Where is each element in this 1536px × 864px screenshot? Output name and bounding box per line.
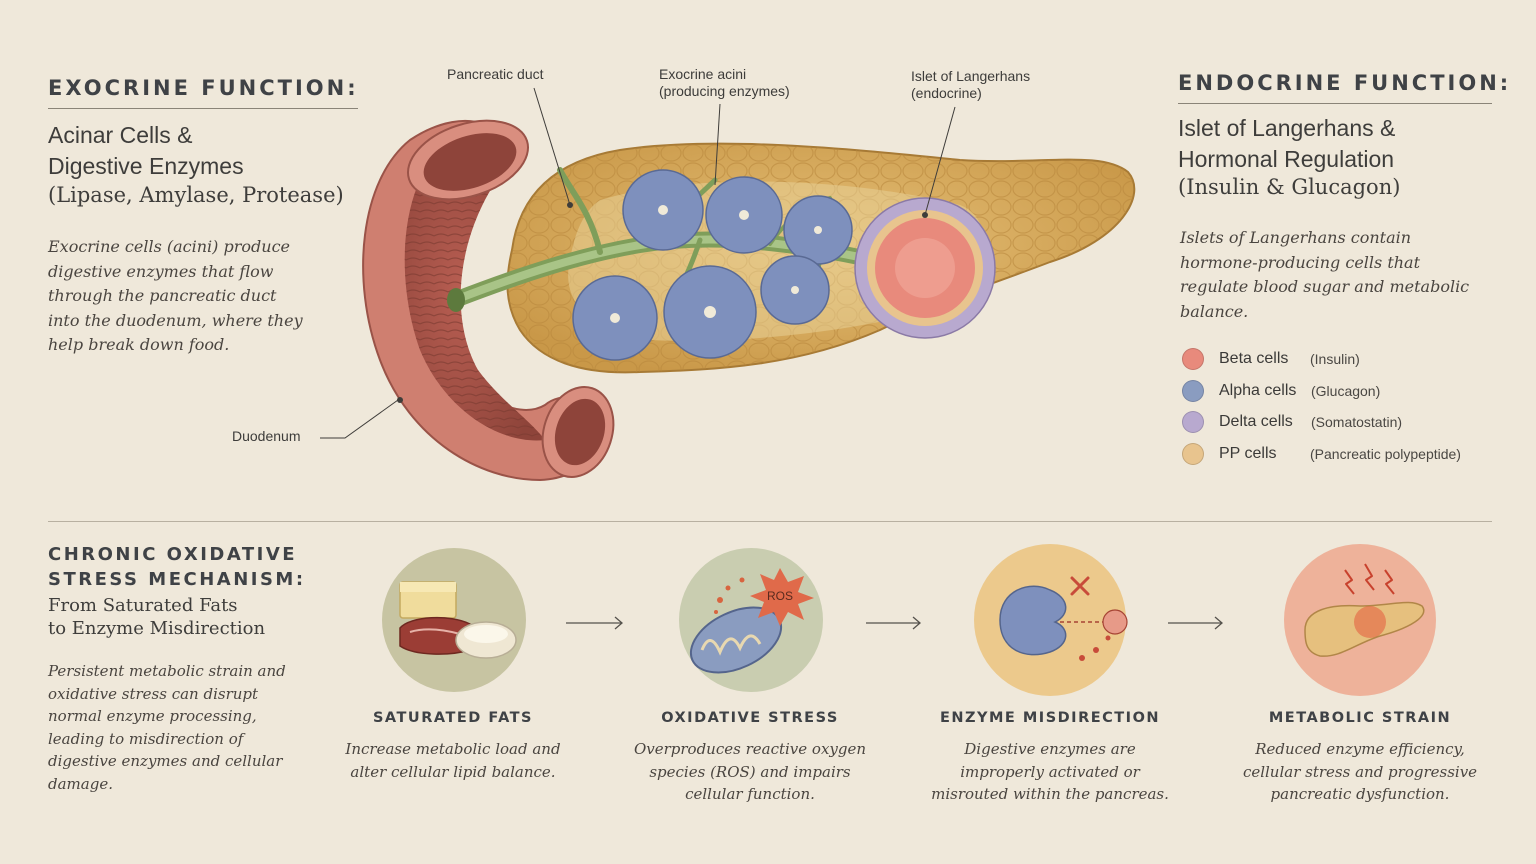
section-divider [48,521,1492,522]
legend-hormone: (Pancreatic polypeptide) [1310,446,1461,462]
exocrine-heading: EXOCRINE FUNCTION: [48,76,359,100]
exocrine-divider [48,108,358,109]
endocrine-divider [1178,103,1492,104]
legend-name: Beta cells [1219,350,1289,367]
label-line: (endocrine) [911,85,982,101]
duodenum-marker [397,397,403,403]
metabolic-strain-icon [1284,544,1436,696]
islet-marker [922,212,928,218]
exocrine-description: Exocrine cells (acini) produce digestive… [48,237,303,354]
mechanism-heading-line2: STRESS MECHANISM: [48,569,306,590]
arrow-right-icon [1168,616,1223,630]
arrow-right-icon [866,616,921,630]
step-saturated-fats-title: SATURATED FATS [372,710,534,726]
label-line: Exocrine acini [659,66,747,82]
legend-hormone: (Somatostatin) [1311,414,1403,430]
legend-name: Delta cells [1219,413,1293,430]
label-line: Islet of Langerhans [911,68,1031,84]
step-oxidative-stress-title: OXIDATIVE STRESS [661,710,839,726]
exocrine-title-line1: Acinar Cells & [48,122,193,148]
endocrine-heading: ENDOCRINE FUNCTION: [1178,71,1512,95]
endocrine-title-line1: Islet of Langerhans & [1178,115,1396,141]
exocrine-title: Acinar Cells & Digestive Enzymes [48,120,244,182]
step-metabolic-strain-desc: Reduced enzyme efficiency, cellular stre… [1242,740,1478,803]
saturated-fats-icon [382,548,526,692]
duct-opening [447,288,465,312]
legend-delta-cells: Delta cells (Somatostatin) [1182,410,1402,434]
label-pancreatic-duct: Pancreatic duct [447,66,544,82]
step-oxidative-stress-desc: Overproduces reactive oxygen species (RO… [633,740,867,803]
mechanism-heading: CHRONIC OXIDATIVE STRESS MECHANISM: [48,542,306,592]
label-duodenum: Duodenum [232,428,301,444]
endocrine-title-line2: Hormonal Regulation [1178,146,1395,172]
pancreas-illustration [320,87,1136,482]
islet-of-langerhans [854,197,996,339]
legend-hormone: (Insulin) [1310,351,1360,367]
exocrine-title-line2: Digestive Enzymes [48,153,244,179]
ros-badge-text: ROS [767,589,793,603]
acini-centers [610,205,822,323]
mechanism-title-line1: From Saturated Fats [48,595,238,616]
mechanism-heading-line1: CHRONIC OXIDATIVE [48,544,298,565]
mechanism-description: Persistent metabolic strain and oxidativ… [48,662,286,793]
endocrine-subtitle: (Insulin & Glucagon) [1178,175,1401,199]
leader-lines [320,87,956,439]
duct-marker [567,202,573,208]
legend-name: PP cells [1219,445,1277,462]
label-exocrine-acini: Exocrine acini (producing enzymes) [659,66,790,100]
legend-hormone: (Glucagon) [1311,383,1381,399]
legend-beta-cells: Beta cells (Insulin) [1182,347,1360,371]
legend-name: Alpha cells [1219,382,1297,399]
endocrine-title: Islet of Langerhans & Hormonal Regulatio… [1178,113,1395,175]
delta-cell-swatch [1182,411,1204,433]
endocrine-description: Islets of Langerhans contain hormone-pro… [1180,228,1470,321]
duodenum [362,119,615,482]
alpha-cell-swatch [1182,380,1204,402]
legend-alpha-cells: Alpha cells (Glucagon) [1182,379,1380,403]
enzyme-misdirection-icon [974,544,1128,696]
legend-pp-cells: PP cells (Pancreatic polypeptide) [1182,442,1461,466]
mechanism-title: From Saturated Fats to Enzyme Misdirecti… [48,594,265,640]
label-line: (producing enzymes) [659,83,790,99]
step-enzyme-misdirection-title: ENZYME MISDIRECTION [939,710,1161,726]
beta-cell-swatch [1182,348,1204,370]
label-islet: Islet of Langerhans (endocrine) [911,68,1030,102]
mechanism-title-line2: to Enzyme Misdirection [48,618,266,639]
pp-cell-swatch [1182,443,1204,465]
arrow-right-icon [566,616,623,630]
step-metabolic-strain-title: METABOLIC STRAIN [1268,710,1452,726]
oxidative-stress-icon: ROS [679,548,823,692]
mechanism-steps: ROS [382,544,1436,696]
exocrine-subtitle: (Lipase, Amylase, Protease) [48,183,344,207]
step-saturated-fats-desc: Increase metabolic load and alter cellul… [345,740,561,781]
step-enzyme-misdirection-desc: Digestive enzymes are improperly activat… [931,740,1169,803]
